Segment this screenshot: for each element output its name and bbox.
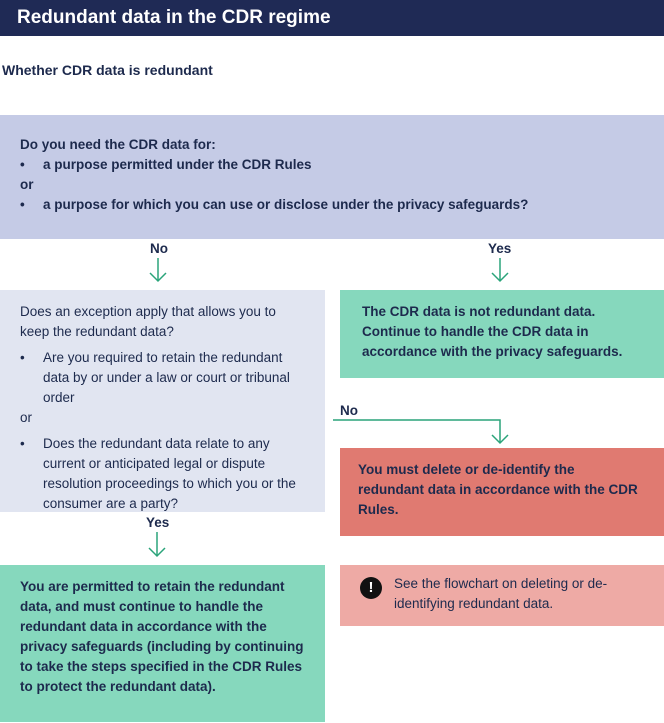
bullet-item: Does the redundant data relate to any cu… (20, 434, 305, 514)
exclamation-icon: ! (360, 577, 382, 599)
bullet-item: a purpose for which you can use or discl… (20, 195, 644, 215)
page-title: Redundant data in the CDR regime (0, 0, 664, 36)
or-text: or (20, 177, 34, 192)
question-box-need-data: Do you need the CDR data for: a purpose … (0, 115, 664, 239)
label-no: No (340, 403, 358, 418)
result-retain-data: You are permitted to retain the redundan… (0, 565, 325, 722)
question-text: Do you need the CDR data for: (20, 137, 216, 152)
label-no: No (150, 241, 168, 256)
arrow-head (148, 547, 166, 558)
note-text: See the flowchart on deleting or de-iden… (394, 576, 608, 611)
or-text: or (20, 410, 33, 425)
result-delete-or-deidentify: You must delete or de-identify the redun… (340, 448, 664, 536)
arrow-no-2 (333, 419, 501, 443)
arrow-head (149, 272, 167, 283)
label-yes: Yes (146, 515, 170, 530)
label-yes: Yes (488, 241, 512, 256)
bullet-item: Are you required to retain the redundant… (20, 348, 305, 408)
question-box-exception: Does an exception apply that allows you … (0, 290, 325, 512)
question-text: Does an exception apply that allows you … (20, 304, 276, 339)
result-not-redundant: The CDR data is not redundant data. Cont… (340, 290, 664, 378)
bullet-item: a purpose permitted under the CDR Rules (20, 155, 644, 175)
note-box: See the flowchart on deleting or de-iden… (340, 565, 664, 626)
arrow-head (491, 272, 509, 283)
subtitle: Whether CDR data is redundant (2, 62, 213, 78)
arrow-head (491, 434, 509, 445)
